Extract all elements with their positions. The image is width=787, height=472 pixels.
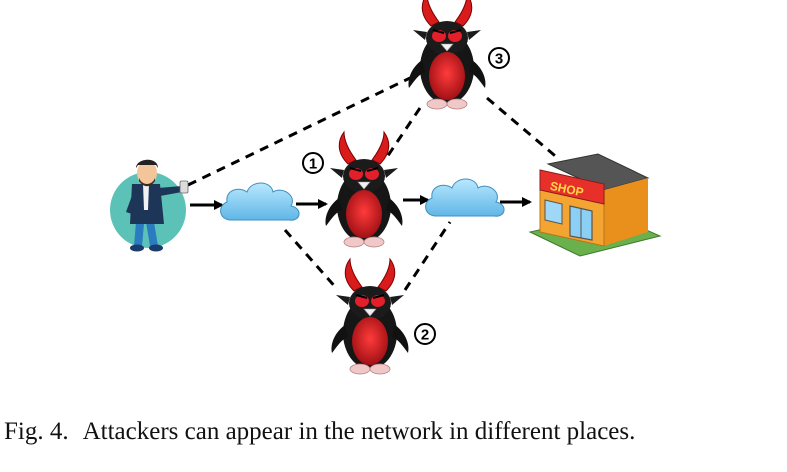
figure-caption-text: Attackers can appear in the network in d… — [82, 418, 636, 445]
shop-sign: SHOP — [549, 179, 585, 200]
devil-penguin-icon — [407, 0, 487, 110]
attacker-1: 1 — [302, 131, 404, 248]
svg-text:2: 2 — [421, 327, 429, 344]
badge-1: 1 — [302, 152, 324, 174]
cloud-right-icon — [425, 178, 505, 217]
badge-2: 2 — [414, 323, 436, 345]
svg-text:3: 3 — [495, 51, 503, 68]
link-attacker2-cloud — [403, 221, 452, 291]
cloud-left-icon — [220, 182, 300, 221]
user-icon — [110, 159, 189, 252]
badge-3: 3 — [488, 47, 510, 69]
devil-penguin-icon — [330, 258, 410, 375]
attacker-2: 2 — [330, 258, 436, 375]
shop-icon: SHOP — [528, 153, 662, 257]
figure-caption: Fig. 4. Attackers can appear in the netwo… — [4, 418, 784, 446]
network-attack-diagram: 1 2 3 SHOP — [110, 0, 662, 375]
link-attacker3-shop — [486, 96, 561, 162]
dashed-links — [187, 76, 561, 291]
link-attacker3-attacker1 — [383, 107, 422, 161]
solid-arrows — [190, 195, 532, 210]
link-cloud-attacker2 — [283, 229, 340, 291]
svg-text:1: 1 — [309, 156, 317, 173]
attacker-3: 3 — [407, 0, 510, 110]
figure-label: Fig. 4. — [4, 418, 69, 445]
